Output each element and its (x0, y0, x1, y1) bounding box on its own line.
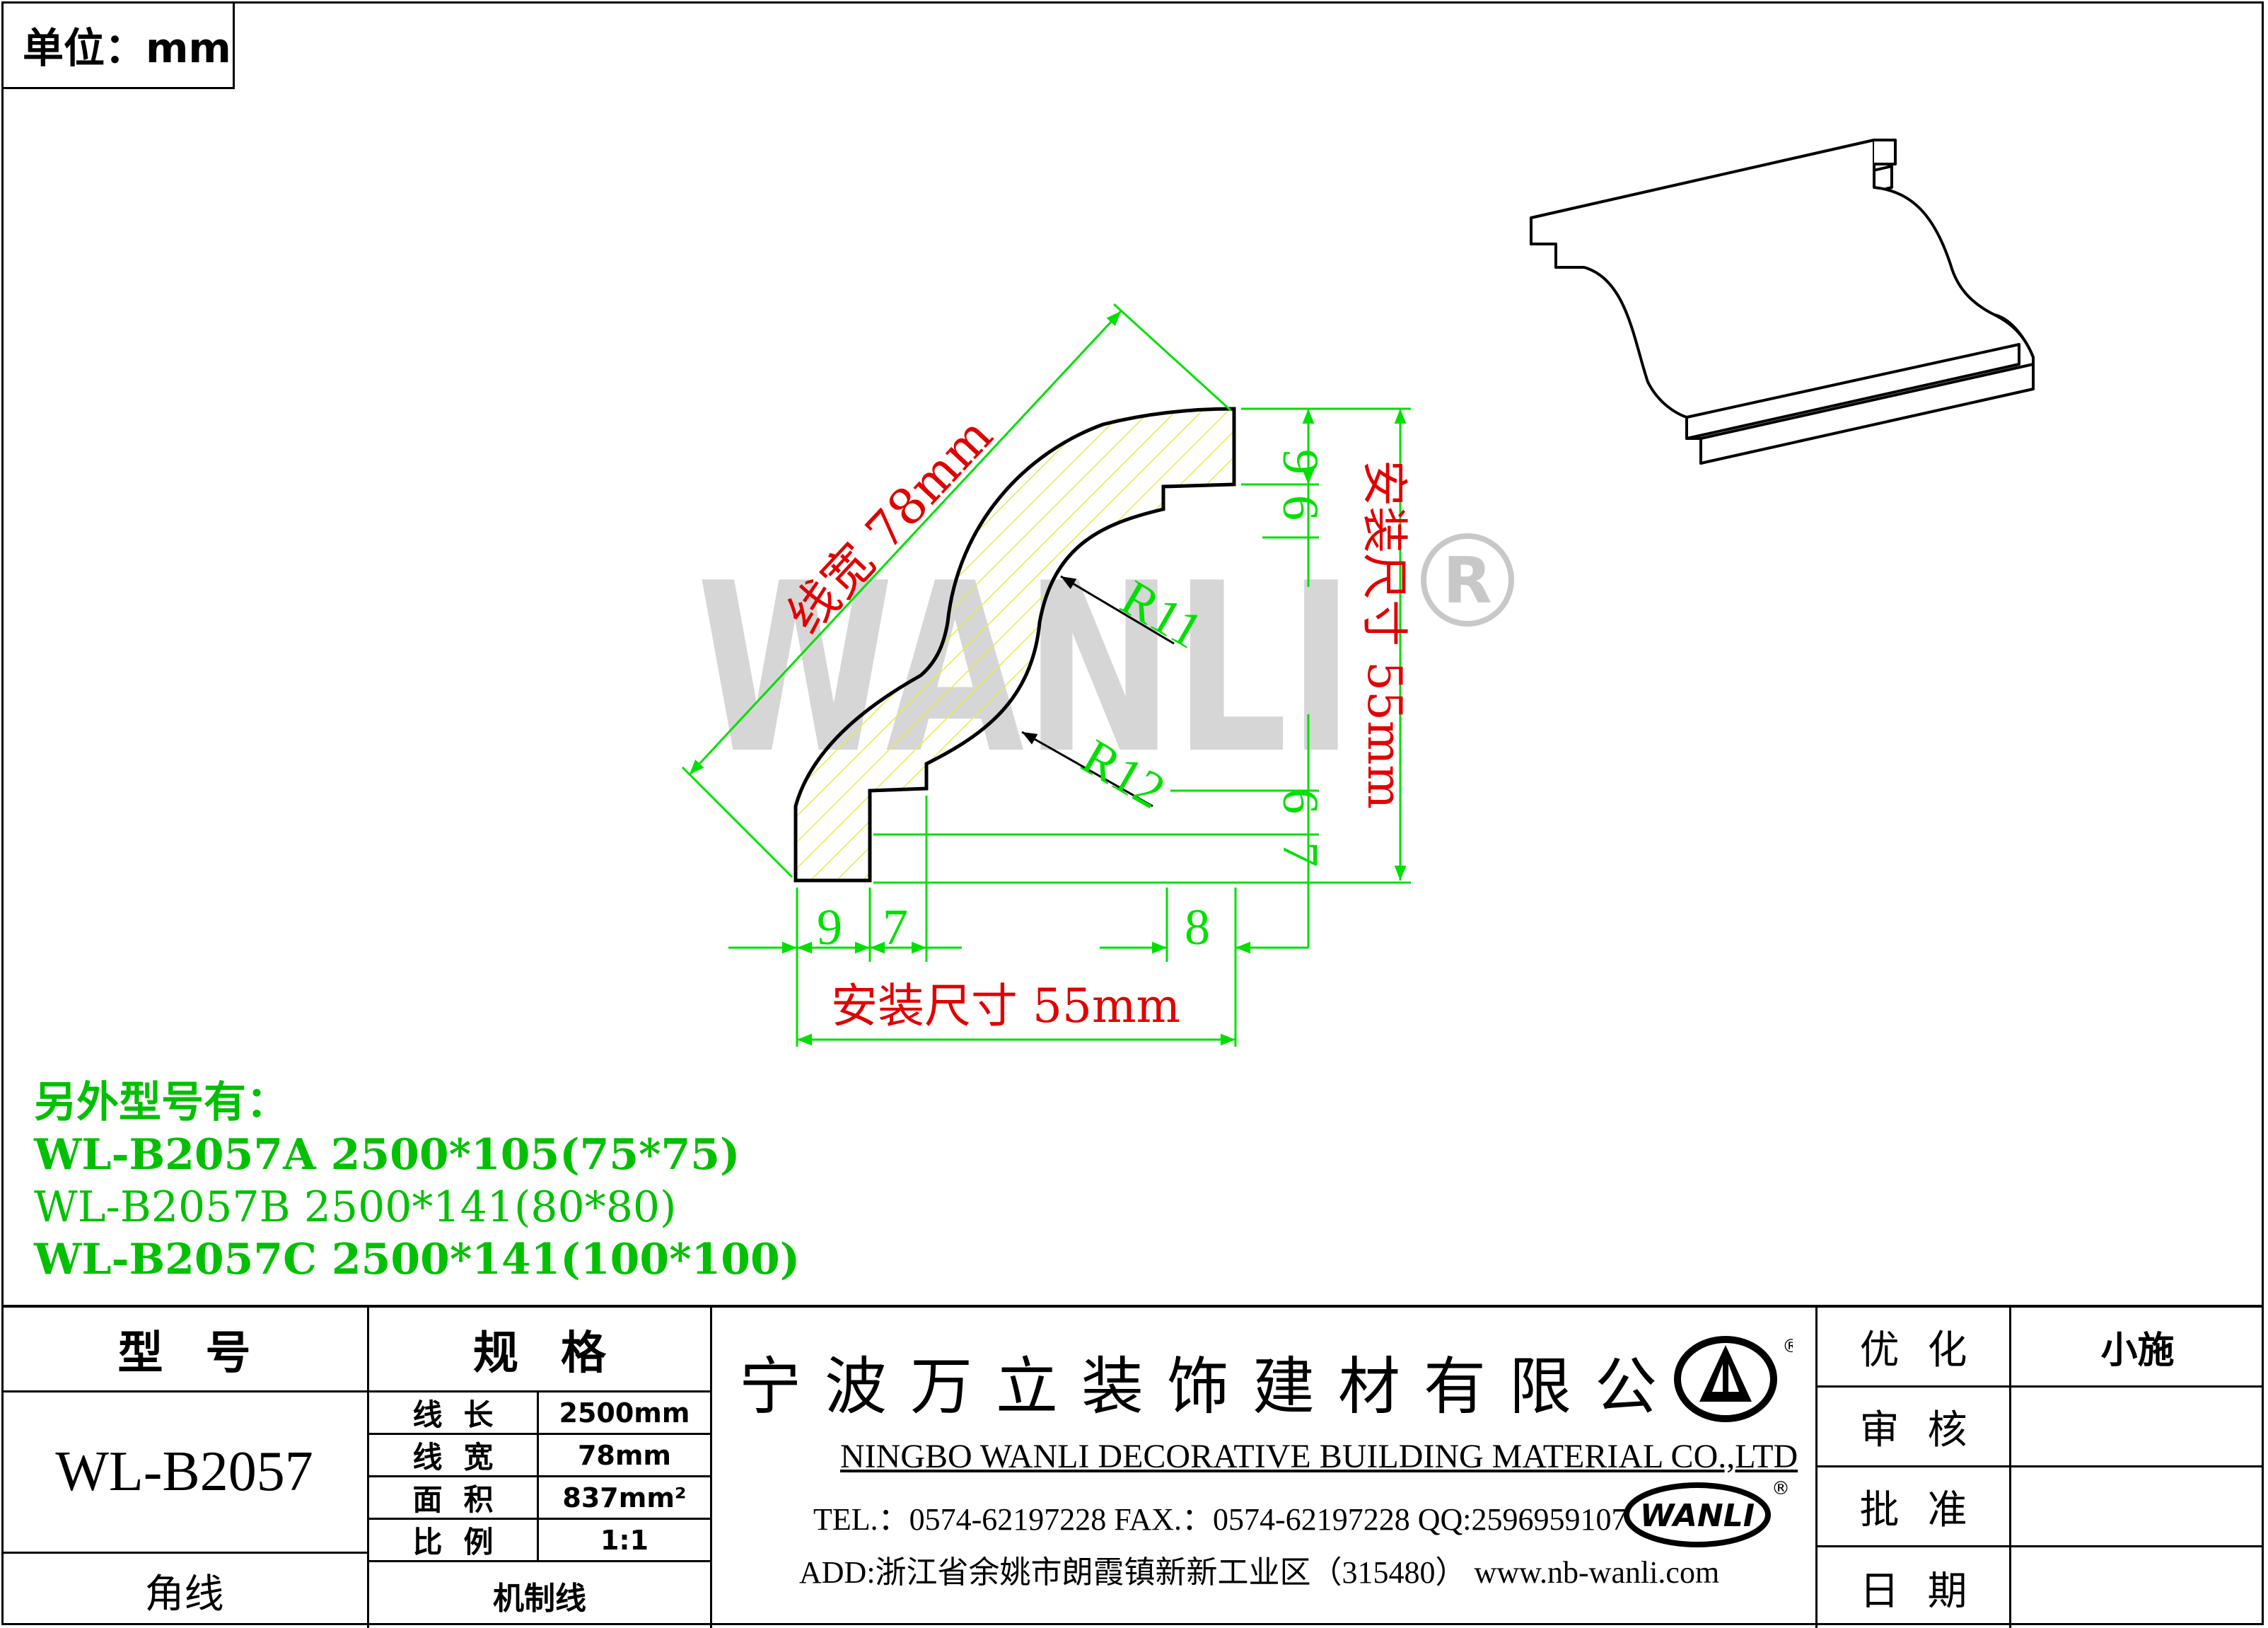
wanli-logo: WANLI ® (1624, 1478, 1790, 1547)
molding-3d-view (1530, 139, 2035, 465)
company-name-cn: 宁波万立装饰建材有限公司 (739, 1350, 1767, 1423)
company-emblem-icon: wanli ® (1674, 1336, 1793, 1422)
unit-label: 单位：mm (1, 1, 235, 89)
company-contact: TEL.：0574-62197228 FAX.：0574-62197228 QQ… (813, 1502, 1627, 1537)
bottom-dimension-lines (728, 796, 1308, 1047)
variant-c: WL-B2057C 2500*141(100*100) (34, 1235, 801, 1284)
spec-value-scale: 1:1 (539, 1520, 712, 1562)
variant-a: WL-B2057A 2500*105(75*75) (34, 1130, 740, 1180)
approval-label-date: 日期 (1815, 1547, 2011, 1628)
profile-drawing: WANLI R 线宽 78mm R11 R12 9 6 (681, 139, 2035, 1047)
dim-bottom-9: 9 (817, 899, 842, 955)
company-address: ADD:浙江省余姚市朗霞镇新新工业区（315480） www.nb-wanli.… (799, 1555, 1720, 1590)
svg-text:R: R (1443, 544, 1491, 618)
approval-value-date (2011, 1547, 2264, 1628)
spec-label-length: 线长 (369, 1392, 539, 1435)
registered-mark-watermark: R (1421, 533, 1514, 627)
approval-value-optimize: 小施 (2011, 1308, 2264, 1388)
approval-label-optimize: 优化 (1815, 1308, 2011, 1388)
spec-label-area: 面积 (369, 1477, 539, 1520)
width-dimension (681, 303, 1232, 878)
emblem-registered: ® (1782, 1336, 1793, 1357)
dim-right-7: 7 (1272, 842, 1329, 867)
approval-label-review: 审核 (1815, 1388, 2011, 1467)
variant-b: WL-B2057B 2500*141(80*80) (34, 1182, 677, 1232)
spec-header: 规格 (369, 1308, 712, 1392)
spec-value-width: 78mm (539, 1435, 712, 1477)
approval-value-approve (2011, 1467, 2264, 1547)
right-dimension-lines (873, 407, 1411, 948)
process-type: 机制线 (369, 1562, 712, 1628)
other-variants: 另外型号有： WL-B2057A 2500*105(75*75) WL-B205… (34, 1076, 800, 1286)
spec-label-scale: 比例 (369, 1520, 539, 1562)
dim-right-6b: 6 (1272, 789, 1329, 814)
dim-bottom-7: 7 (883, 899, 908, 955)
model-header: 型号 (1, 1308, 369, 1392)
spec-value-area: 837mm² (539, 1477, 712, 1520)
right-dimension-values: 9 6 6 7 (1272, 449, 1329, 867)
spec-value-length: 2500mm (539, 1392, 712, 1435)
install-size-vertical: 安装尺寸 55mm (1357, 460, 1412, 809)
install-size-horizontal: 安装尺寸 55mm (831, 979, 1180, 1033)
dim-bottom-8: 8 (1185, 899, 1210, 955)
dim-right-9: 9 (1272, 449, 1329, 475)
logo-registered: ® (1772, 1478, 1790, 1499)
dim-right-6a: 6 (1272, 495, 1329, 521)
variants-title: 另外型号有： (34, 1078, 289, 1127)
bottom-dimension-values: 9 7 8 (817, 899, 1210, 955)
category: 角线 (1, 1554, 369, 1628)
radius-leaders (1021, 575, 1175, 808)
spec-label-width: 线宽 (369, 1435, 539, 1477)
title-block: 型号 规格 WL-B2057 角线 线长 2500mm 线宽 78mm 面积 8… (1, 1305, 2264, 1628)
logo-text: WANLI (1640, 1498, 1755, 1534)
approval-value-review (2011, 1388, 2264, 1467)
emblem-small-text: wanli (1711, 1402, 1740, 1413)
approval-label-approve: 批准 (1815, 1467, 2011, 1547)
company-name-en: NINGBO WANLI DECORATIVE BUILDING MATERIA… (840, 1438, 1798, 1475)
model-number: WL-B2057 (1, 1392, 369, 1554)
